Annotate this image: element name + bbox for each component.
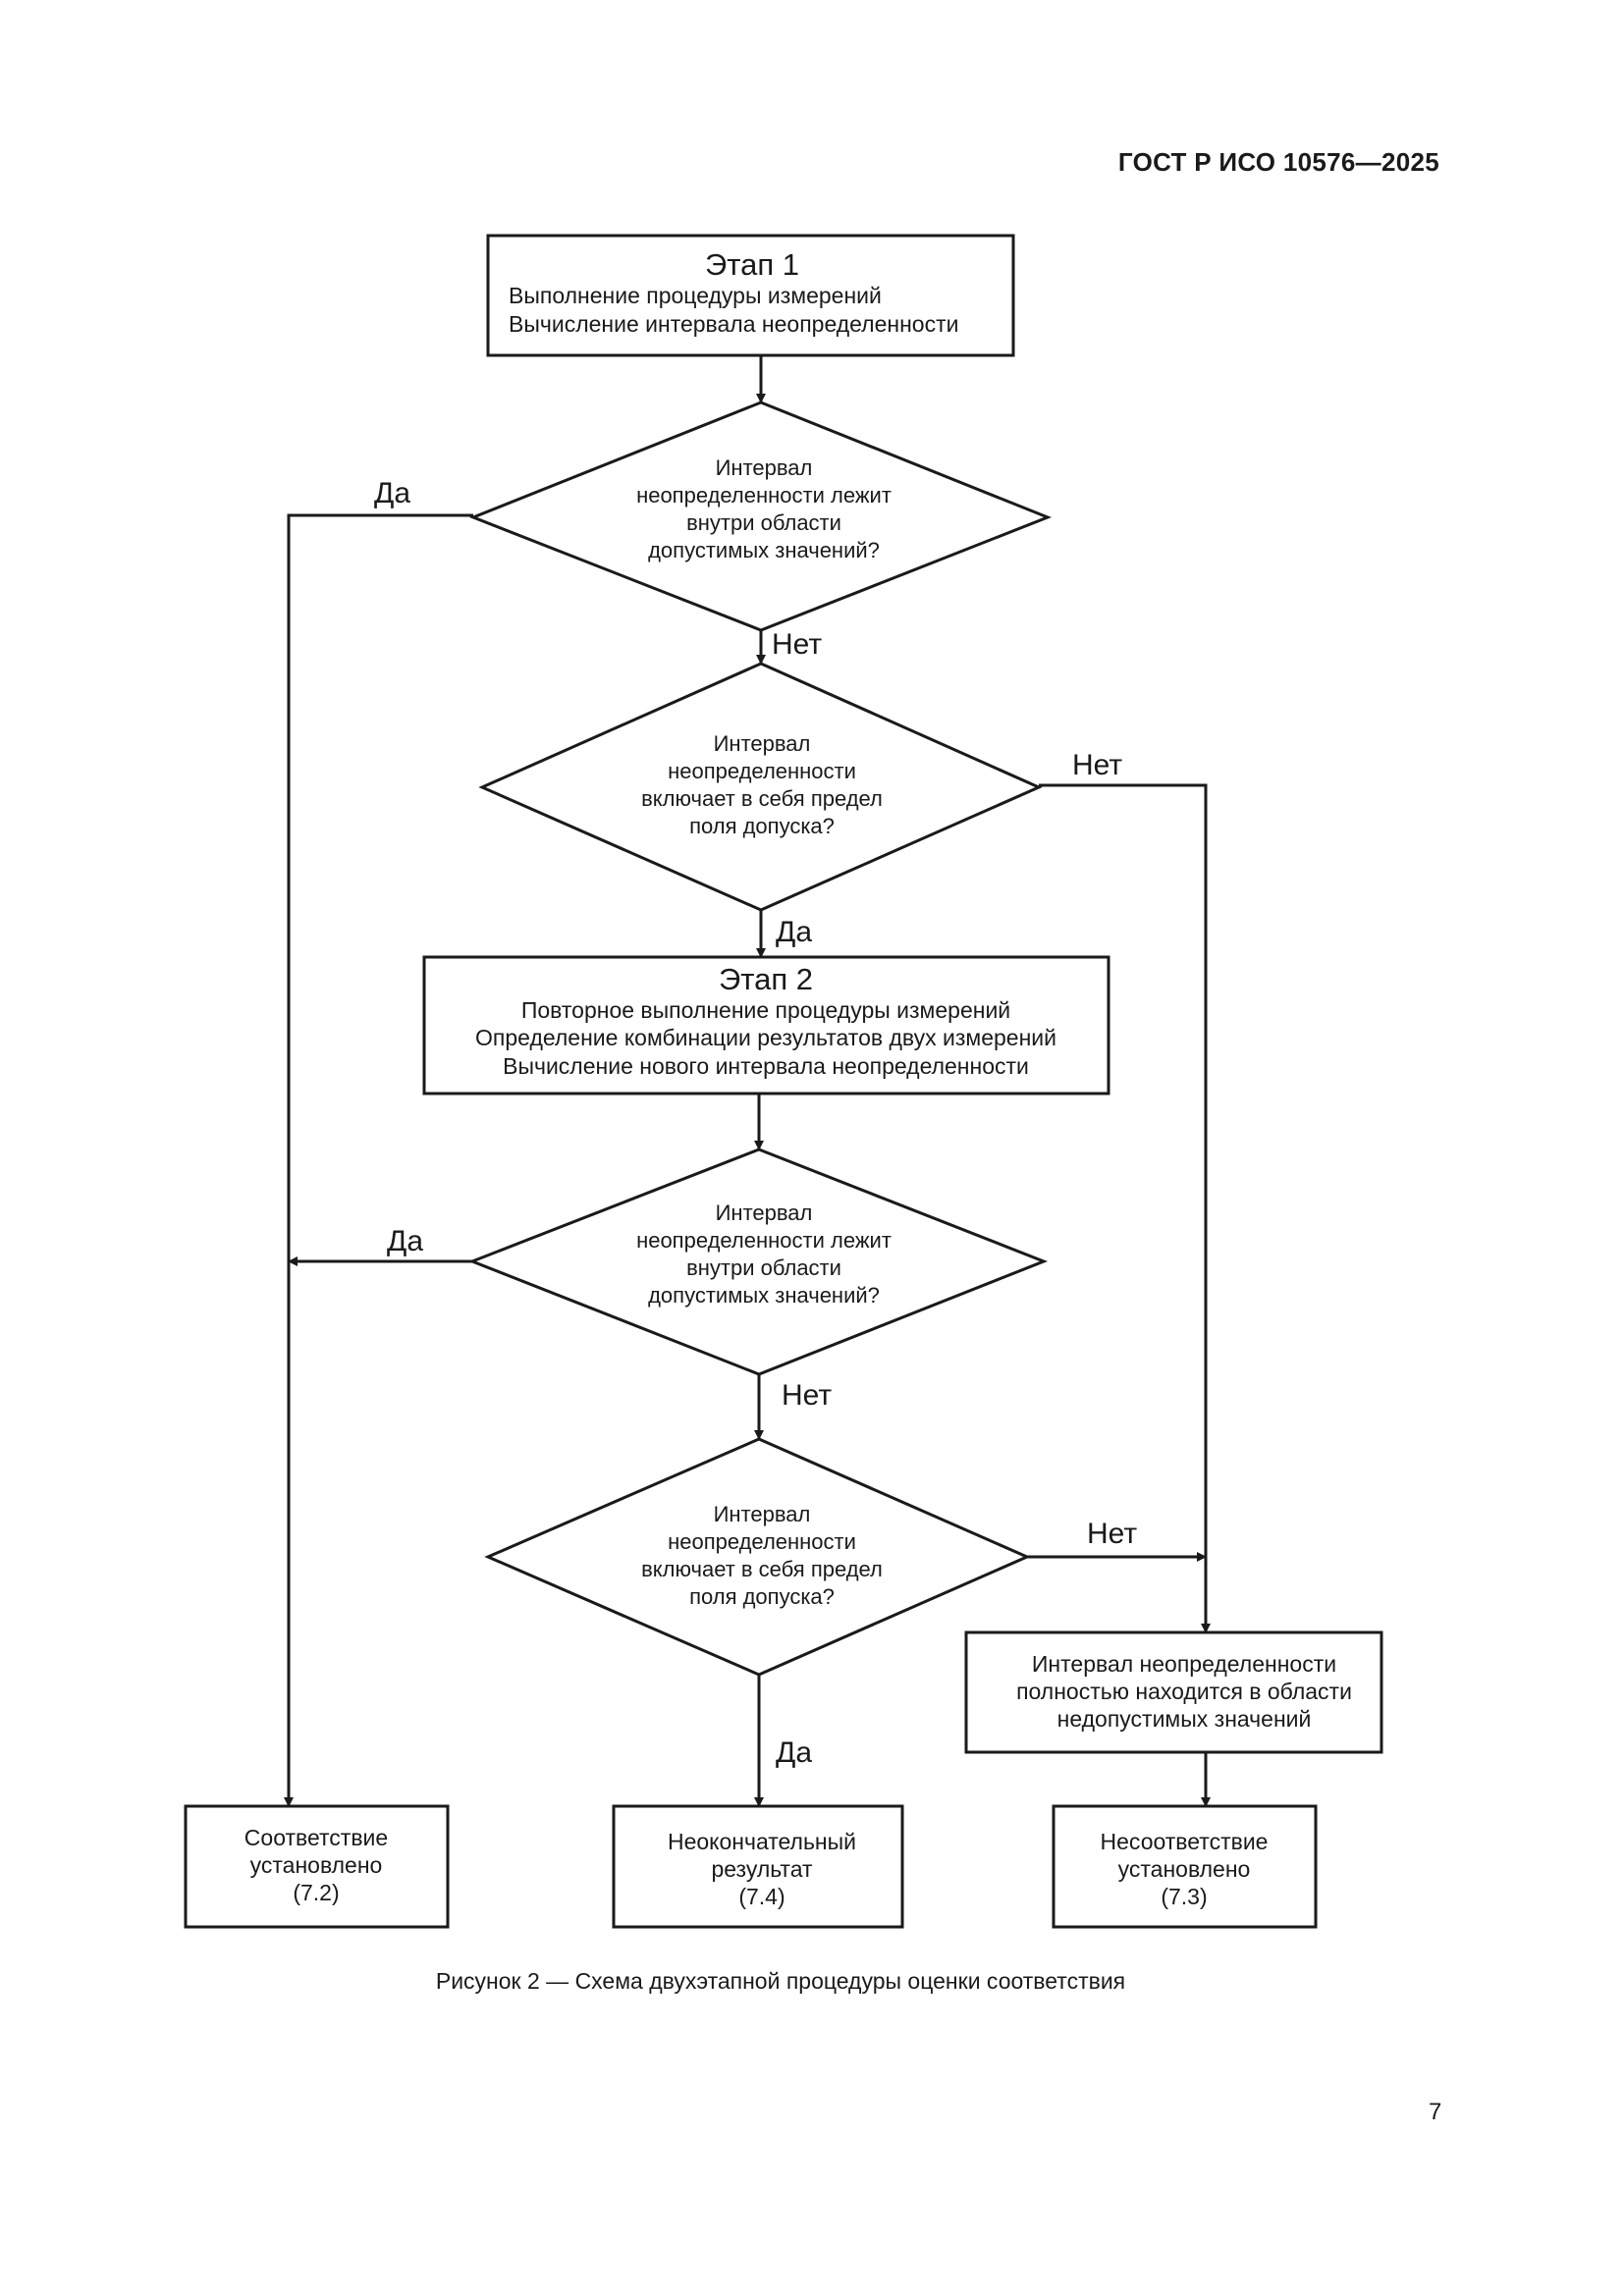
nonconformity-area-line: недопустимых значений: [1057, 1706, 1312, 1732]
decision2-line: поля допуска?: [689, 814, 835, 838]
decision1-line: допустимых значений?: [648, 538, 880, 562]
decision4-line: неопределенности: [668, 1529, 856, 1554]
decision1-line: Интервал: [716, 455, 813, 480]
stage1-box: [486, 234, 1015, 357]
stage2-line: Определение комбинации результатов двух …: [475, 1025, 1056, 1050]
result-conformity-line: Соответствие: [244, 1825, 388, 1850]
result-conformity-box: [184, 1804, 450, 1929]
decision2-line: Интервал: [714, 731, 811, 756]
stage2-line: Вычисление нового интервала неопределенн…: [503, 1053, 1029, 1079]
result-nonconformity-line: установлено: [1118, 1856, 1251, 1882]
nonconformity-area-line: полностью находится в области: [1016, 1679, 1352, 1704]
decision1-yes-label: Да: [374, 477, 410, 509]
stage1-line: Выполнение процедуры измерений: [509, 283, 882, 308]
result-conformity-line: установлено: [250, 1852, 383, 1878]
stage2-title: Этап 2: [719, 962, 813, 996]
result-nonconformity-line: (7.3): [1161, 1884, 1207, 1909]
decision1-no-label: Нет: [772, 628, 822, 661]
decision2-yes-label: Да: [776, 916, 812, 948]
stage1-title: Этап 1: [705, 247, 799, 282]
decision2-line: неопределенности: [668, 759, 856, 783]
figure-caption: Рисунок 2 — Схема двухэтапной процедуры …: [435, 1968, 1126, 1994]
page-number: 7: [1429, 2099, 1442, 2125]
result-inconclusive-line: Неокончательный: [668, 1829, 856, 1854]
result-inconclusive-line: (7.4): [738, 1884, 785, 1909]
decision3-yes-label: Да: [387, 1225, 423, 1257]
decision3-no-label: Нет: [782, 1379, 832, 1412]
nonconformity-area-line: Интервал неопределенности: [1032, 1651, 1336, 1677]
document-code: ГОСТ Р ИСО 10576—2025: [1117, 147, 1439, 177]
decision4-line: включает в себя предел: [641, 1557, 883, 1581]
decision1-line: внутри области: [686, 510, 841, 535]
decision1-line: неопределенности лежит: [636, 483, 892, 507]
result-conformity-line: (7.2): [293, 1880, 339, 1905]
stage1-line: Вычисление интервала неопределенности: [509, 311, 958, 337]
decision3-line: Интервал: [716, 1201, 813, 1225]
decision4-no-label: Нет: [1087, 1518, 1137, 1550]
nonconformity-area-box: [964, 1630, 1383, 1754]
line-decision1-yes-left: [284, 513, 473, 1807]
decision3-line: допустимых значений?: [648, 1283, 880, 1308]
decision4-line: поля допуска?: [689, 1584, 835, 1609]
decision2-line: включает в себя предел: [641, 786, 883, 811]
decision3-line: внутри области: [686, 1255, 841, 1280]
result-nonconformity-line: Несоответствие: [1101, 1829, 1269, 1854]
stage2-box: [422, 955, 1110, 1095]
decision2-no-label: Нет: [1072, 749, 1122, 781]
result-inconclusive-line: результат: [711, 1856, 813, 1882]
decision3-line: неопределенности лежит: [636, 1228, 892, 1253]
stage2-line: Повторное выполнение процедуры измерений: [521, 997, 1010, 1023]
decision4-yes-label: Да: [776, 1736, 812, 1769]
result-nonconformity-box: [1052, 1804, 1318, 1929]
decision4-line: Интервал: [714, 1502, 811, 1526]
line-decision2-no-right: [1039, 783, 1211, 1633]
